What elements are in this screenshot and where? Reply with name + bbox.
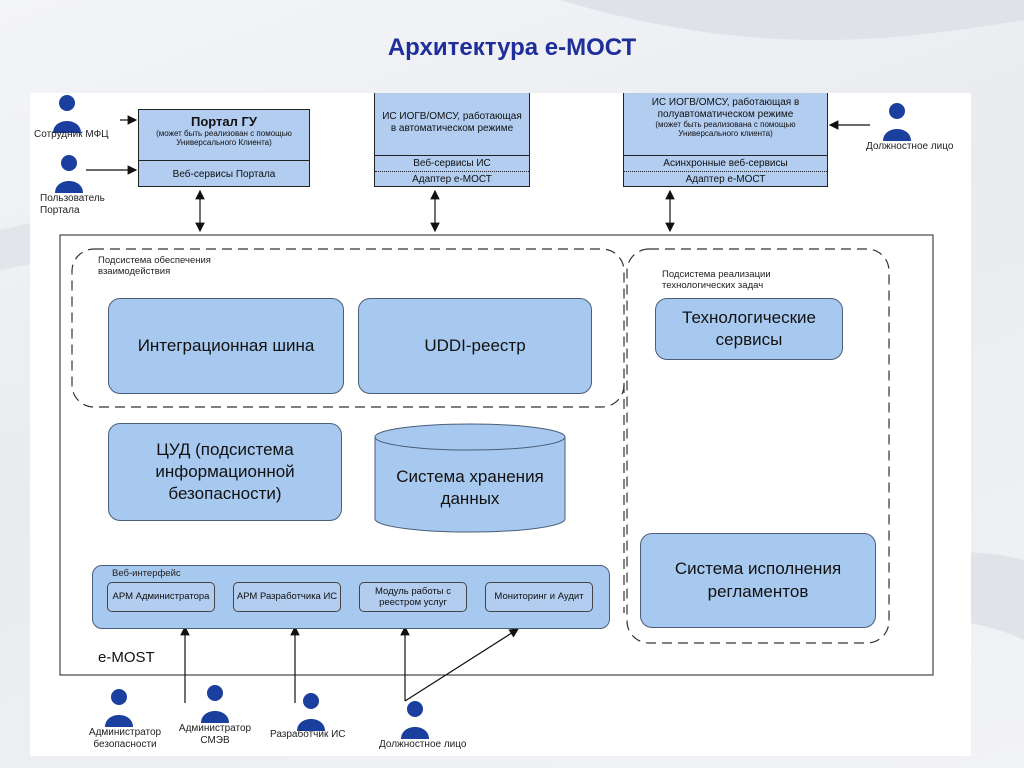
portal-web-services: Веб-сервисы Портала — [139, 160, 309, 188]
actor-smev-admin: Администратор СМЭВ — [178, 723, 252, 746]
is-auto-services: Веб-сервисы ИС — [375, 155, 529, 171]
tech-subsystem-label: Подсистема реализации технологических за… — [662, 269, 771, 292]
module-monitoring: Мониторинг и Аудит — [485, 582, 593, 612]
is-semi-services: Асинхронные веб-сервисы — [624, 155, 827, 171]
integration-bus-box: Интеграционная шина — [108, 298, 344, 394]
person-icon — [201, 685, 229, 723]
person-icon — [297, 693, 325, 731]
tech-services-box: Технологические сервисы — [655, 298, 843, 360]
storage-cylinder-icon — [374, 423, 566, 533]
system-name-label: e-MOST — [98, 649, 155, 666]
cud-box: ЦУД (подсистема информационной безопасно… — [108, 423, 342, 521]
uddi-registry-box: UDDI-реестр — [358, 298, 592, 394]
is-semi-note: (может быть реализована с помощью Универ… — [655, 120, 796, 139]
person-icon — [53, 95, 81, 133]
portal-title: Портал ГУ — [191, 114, 257, 129]
regulations-system-box: Система исполнения регламентов — [640, 533, 876, 628]
is-semi-adapter: Адаптер е-МОСТ — [624, 171, 827, 187]
interaction-subsystem-label: Подсистема обеспечения взаимодействия — [98, 255, 211, 278]
page-title: Архитектура е-МОСТ — [387, 34, 637, 61]
module-registry: Модуль работы с реестром услуг — [359, 582, 467, 612]
actor-official-bottom: Должностное лицо — [379, 739, 467, 750]
storage-label: Система хранения данных — [396, 466, 544, 508]
diagram-connectors — [59, 115, 934, 703]
actor-security-admin: Администратор безопасности — [88, 727, 162, 750]
module-admin-arm: АРМ Администратора — [107, 582, 215, 612]
actor-portal-user: Пользователь Портала — [40, 193, 105, 216]
actor-mfc-employee: Сотрудник МФЦ — [34, 129, 109, 140]
is-auto-box: ИС ИОГВ/ОМСУ, работающая в автоматическо… — [374, 93, 530, 187]
is-semi-box: ИС ИОГВ/ОМСУ, работающая в полуавтоматич… — [623, 93, 828, 187]
person-icon — [883, 103, 911, 141]
person-icon — [401, 701, 429, 739]
actor-official-top: Должностное лицо — [866, 141, 954, 152]
person-icon — [55, 155, 83, 193]
is-auto-title: ИС ИОГВ/ОМСУ, работающая в автоматическо… — [382, 111, 522, 134]
person-icon — [105, 689, 133, 727]
web-interface-label: Веб-интерфейс — [112, 568, 181, 579]
portal-gu-box: Портал ГУ (может быть реализован с помощ… — [138, 109, 310, 187]
actor-developer: Разработчик ИС — [270, 729, 346, 740]
architecture-diagram: Сотрудник МФЦ Пользователь Портала Должн… — [30, 93, 971, 756]
portal-note: (может быть реализован с помощью Универс… — [156, 129, 292, 148]
is-semi-title: ИС ИОГВ/ОМСУ, работающая в полуавтоматич… — [651, 97, 800, 120]
module-developer-arm: АРМ Разработчика ИС — [233, 582, 341, 612]
is-auto-adapter: Адаптер е-МОСТ — [375, 171, 529, 187]
